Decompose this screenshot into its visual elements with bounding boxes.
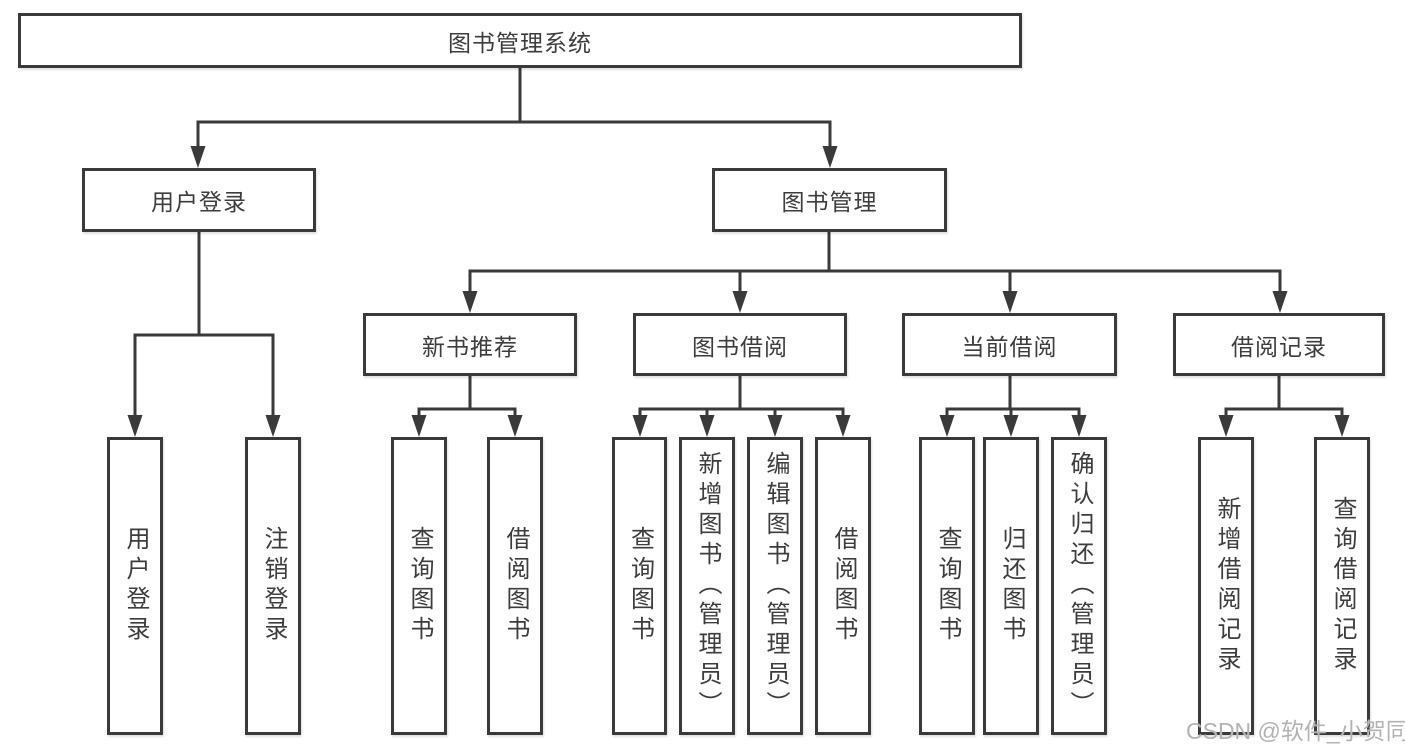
node-current-borrow-label: 当前借阅 bbox=[961, 333, 1058, 360]
leaf-query-book-borrow-label: 查询图书 bbox=[626, 526, 654, 646]
leaf-query-borrow-record-label: 查询借阅记录 bbox=[1329, 496, 1356, 676]
leaf-add-borrow-record: 新增借阅记录 bbox=[1198, 437, 1254, 735]
leaf-edit-book-admin-label: 编辑图书（管理员） bbox=[762, 451, 789, 721]
leaf-query-borrow-record: 查询借阅记录 bbox=[1314, 437, 1370, 735]
leaf-confirm-return-admin-label: 确认归还（管理员） bbox=[1066, 451, 1093, 721]
node-borrow-record: 借阅记录 bbox=[1173, 313, 1385, 376]
leaf-edit-book-admin: 编辑图书（管理员） bbox=[747, 437, 803, 735]
leaf-add-book-admin: 新增图书（管理员） bbox=[679, 437, 735, 735]
leaf-user-login-label: 用户登录 bbox=[122, 526, 149, 646]
leaf-borrow-book-label: 借阅图书 bbox=[830, 526, 857, 646]
leaf-logout-label: 注销登录 bbox=[260, 526, 287, 646]
leaf-query-book-recommend-label: 查询图书 bbox=[406, 526, 433, 646]
leaf-user-login: 用户登录 bbox=[107, 437, 163, 735]
node-user-login: 用户登录 bbox=[82, 168, 316, 232]
node-borrow-record-label: 借阅记录 bbox=[1231, 333, 1327, 360]
leaf-confirm-return-admin: 确认归还（管理员） bbox=[1051, 437, 1107, 735]
leaf-return-book-label: 归还图书 bbox=[998, 526, 1025, 646]
leaf-query-book-current: 查询图书 bbox=[919, 437, 975, 735]
leaf-add-book-admin-label: 新增图书（管理员） bbox=[694, 451, 721, 721]
csdn-watermark: CSDN @软件_小贺同学 bbox=[1186, 718, 1405, 744]
leaf-query-book-current-label: 查询图书 bbox=[934, 526, 961, 646]
node-user-login-label: 用户登录 bbox=[151, 189, 247, 215]
node-book-borrow-label: 图书借阅 bbox=[692, 333, 788, 360]
node-library-system-label: 图书管理系统 bbox=[448, 29, 592, 56]
leaf-borrow-book-recommend: 借阅图书 bbox=[487, 437, 543, 735]
node-new-book-recommend: 新书推荐 bbox=[363, 313, 577, 376]
leaf-add-borrow-record-label: 新增借阅记录 bbox=[1213, 496, 1240, 676]
leaf-return-book: 归还图书 bbox=[983, 437, 1039, 735]
node-new-book-recommend-label: 新书推荐 bbox=[422, 333, 518, 360]
node-book-management: 图书管理 bbox=[712, 168, 947, 232]
node-library-system: 图书管理系统 bbox=[18, 13, 1022, 68]
node-book-management-label: 图书管理 bbox=[781, 189, 878, 215]
node-book-borrow: 图书借阅 bbox=[633, 313, 847, 376]
leaf-logout: 注销登录 bbox=[245, 437, 301, 735]
leaf-borrow-book: 借阅图书 bbox=[815, 437, 871, 735]
leaf-query-book-recommend: 查询图书 bbox=[391, 437, 447, 735]
leaf-borrow-book-recommend-label: 借阅图书 bbox=[502, 526, 529, 646]
leaf-query-book-borrow: 查询图书 bbox=[612, 437, 667, 735]
node-current-borrow: 当前借阅 bbox=[902, 313, 1117, 376]
